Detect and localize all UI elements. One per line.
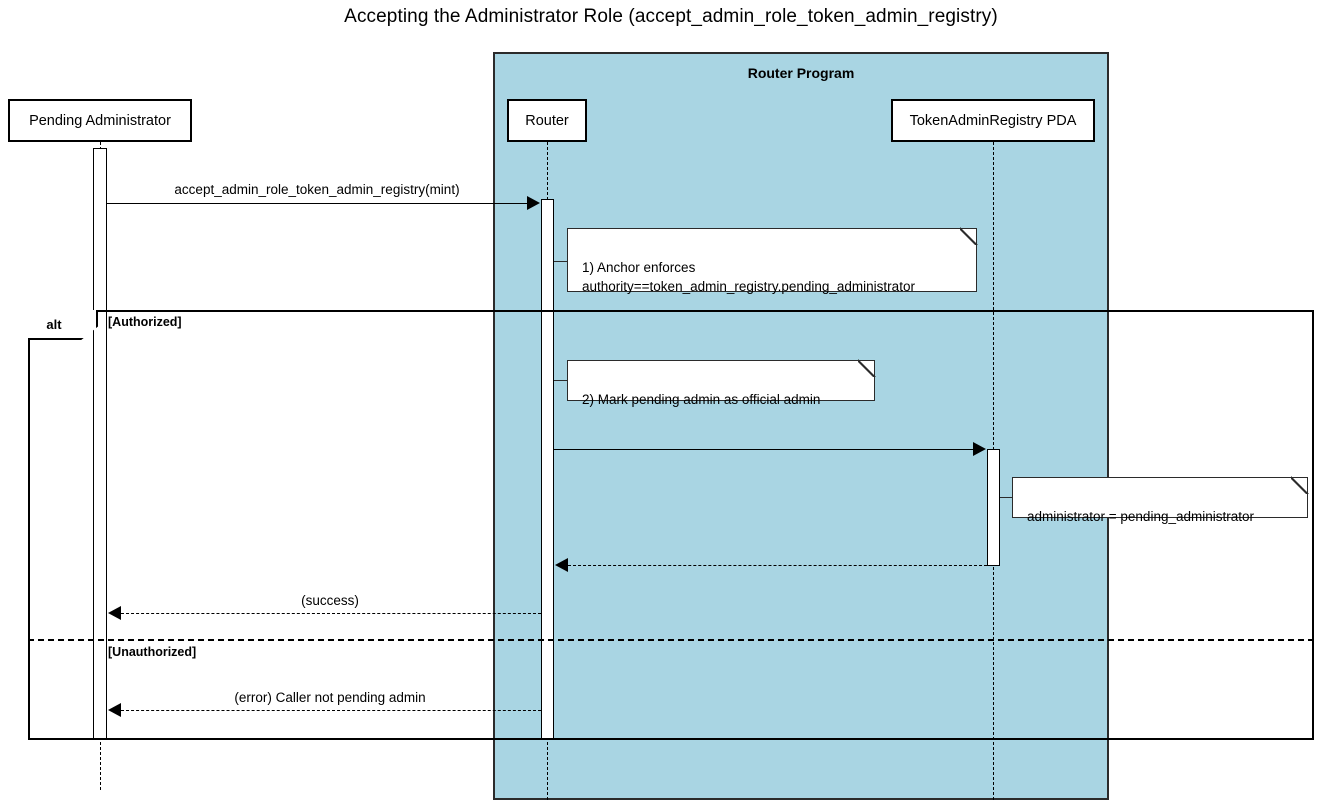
alt-fragment-operator-tab: alt bbox=[28, 310, 98, 340]
message-line-accept-admin-role-call bbox=[107, 203, 528, 204]
note-connector-anchor-enforces bbox=[554, 261, 568, 262]
participant-pending-administrator[interactable]: Pending Administrator bbox=[8, 99, 192, 142]
message-arrowhead-error-return bbox=[108, 703, 121, 717]
participant-label-router: Router bbox=[525, 112, 569, 129]
message-label-accept-admin-role-call: accept_admin_role_token_admin_registry(m… bbox=[174, 182, 460, 197]
note-mark-pending-admin: 2) Mark pending admin as official admin bbox=[567, 359, 876, 407]
message-arrowhead-registry-return bbox=[555, 558, 568, 572]
note-fold-corner-icon bbox=[959, 227, 978, 246]
alt-fragment-frame bbox=[28, 310, 1314, 740]
note-connector-administrator-assignment bbox=[1000, 497, 1013, 498]
note-fold-corner-icon bbox=[857, 359, 876, 378]
alt-fragment-divider bbox=[28, 639, 1314, 641]
alt-branch-condition-authorized: [Authorized] bbox=[108, 315, 182, 329]
message-label-success-return: (success) bbox=[301, 593, 359, 608]
alt-fragment-operator-label: alt bbox=[46, 316, 62, 332]
group-label-router-program: Router Program bbox=[747, 65, 855, 81]
message-arrowhead-success-return bbox=[108, 606, 121, 620]
message-label-error-return: (error) Caller not pending admin bbox=[234, 690, 426, 705]
note-fold-corner-icon bbox=[1290, 476, 1309, 495]
participant-label-token-admin-registry-pda: TokenAdminRegistry PDA bbox=[909, 112, 1077, 129]
alt-branch-condition-unauthorized: [Unauthorized] bbox=[108, 645, 197, 659]
message-arrowhead-accept-admin-role-call bbox=[527, 196, 540, 210]
note-administrator-assignment: administrator = pending_administrator bbox=[1012, 476, 1309, 524]
page-title: Accepting the Administrator Role (accept… bbox=[344, 6, 998, 27]
note-text-administrator-assignment: administrator = pending_administrator bbox=[1027, 508, 1254, 524]
note-anchor-enforces: 1) Anchor enforces authority==token_admi… bbox=[567, 227, 978, 295]
group-box-router-program: Router Program bbox=[493, 52, 1109, 800]
note-text-anchor-enforces: 1) Anchor enforces authority==token_admi… bbox=[582, 259, 915, 295]
note-connector-mark-pending-admin bbox=[554, 380, 568, 381]
participant-label-pending-administrator: Pending Administrator bbox=[29, 112, 171, 129]
note-text-mark-pending-admin: 2) Mark pending admin as official admin bbox=[582, 391, 821, 407]
message-arrowhead-mark-official-admin-call bbox=[973, 442, 986, 456]
message-line-registry-return bbox=[568, 565, 987, 566]
participant-token-admin-registry-pda[interactable]: TokenAdminRegistry PDA bbox=[891, 99, 1095, 142]
message-line-error-return bbox=[121, 710, 541, 711]
activation-bar-token-admin-registry-pda bbox=[987, 449, 1000, 566]
message-line-mark-official-admin-call bbox=[554, 449, 974, 450]
participant-router[interactable]: Router bbox=[507, 99, 587, 142]
message-line-success-return bbox=[121, 613, 541, 614]
